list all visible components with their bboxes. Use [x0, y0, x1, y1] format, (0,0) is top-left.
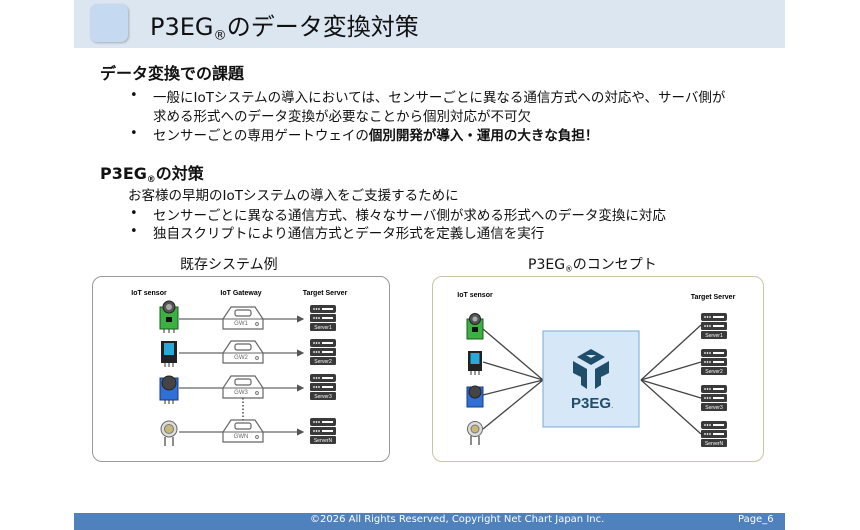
p3eg-logo-icon — [573, 349, 609, 389]
challenge-emphasis: 個別開発が導入・運用の大きな負担！ — [368, 128, 599, 144]
challenge-text: センサーごとの専用ゲートウェイの — [153, 128, 369, 144]
page-title: P3EG®のデータ変換対策 — [150, 7, 419, 44]
concept-panel: IoT sensor Target Server — [432, 276, 764, 462]
solution-intro: お客様の早期のIoTシステムの導入をご支援するために — [128, 188, 459, 204]
server-label: Server1 — [705, 333, 723, 339]
concept-diagram: IoT sensor Target Server — [457, 292, 736, 447]
header-decoration — [90, 4, 128, 42]
header-band — [74, 0, 785, 48]
gateway-label: GW1 — [234, 321, 248, 327]
concept-title-prefix: P3EG — [528, 257, 566, 273]
section-heading-solution: P3EG®の対策 — [100, 160, 204, 185]
title-prefix: P3EG — [150, 13, 214, 41]
heading-prefix: P3EG — [100, 164, 147, 183]
sensor-gas-green-icon — [466, 313, 484, 340]
solution-line-1: センサーごとに異なる通信方式、様々なサーバ側が求める形式へのデータ変換に対応 — [153, 208, 666, 224]
section-heading-challenges: データ変換での課題 — [100, 64, 245, 83]
bullet-dot: • — [130, 224, 138, 239]
p3eg-hub-label: P3EG — [571, 395, 611, 412]
existing-system-diagram: IoT sensor IoT Gateway Target Server GW1… — [131, 290, 348, 446]
col-label-gateway: IoT Gateway — [220, 290, 261, 297]
server-label: ServerN — [705, 441, 724, 447]
p3eg-hub-mark: . — [611, 401, 613, 410]
col-label-sensor: IoT sensor — [131, 290, 167, 297]
footer-band — [74, 513, 785, 530]
footer-copyright: ©2026 All Rights Reserved, Copyright Net… — [310, 514, 605, 525]
concept-title: P3EG®のコンセプト — [528, 254, 657, 274]
existing-system-panel: IoT sensor IoT Gateway Target Server GW1… — [92, 276, 390, 462]
server-label: Server2 — [314, 359, 332, 365]
bullet-dot: • — [130, 206, 138, 221]
gateway-label: GW3 — [234, 390, 248, 396]
bullet-dot: • — [130, 88, 138, 103]
gateway-label: GW2 — [234, 355, 248, 361]
page-number: Page_6 — [738, 514, 774, 525]
col-label-server: Target Server — [691, 294, 736, 301]
sensor-silver-icon — [160, 420, 178, 446]
sensor-pressure-blue-icon — [159, 375, 179, 404]
server-label: ServerN — [314, 438, 333, 444]
existing-system-title: 既存システム例 — [180, 257, 278, 273]
sensor-pressure-blue-icon — [466, 385, 484, 408]
server-label: Server2 — [705, 369, 723, 375]
challenge-line-1a: 一般にIoTシステムの導入においては、センサーごとに異なる通信方式への対応や、サ… — [153, 90, 726, 106]
server-label: Server3 — [705, 405, 723, 411]
sensor-gas-green-icon — [159, 300, 179, 333]
challenge-line-2: センサーごとの専用ゲートウェイの個別開発が導入・運用の大きな負担！ — [153, 124, 598, 144]
connection-lines — [482, 324, 702, 435]
concept-title-suffix: のコンセプト — [572, 257, 657, 273]
sensor-humidity-icon — [161, 341, 177, 367]
registered-mark: ® — [146, 175, 156, 186]
gateway-label: GWN — [234, 434, 249, 440]
registered-mark: ® — [213, 28, 227, 44]
sensor-humidity-icon — [468, 351, 482, 375]
challenge-line-1b: 求める形式へのデータ変換が必要なことから個別対応が不可欠 — [153, 109, 531, 125]
server-label: Server3 — [314, 394, 332, 400]
heading-suffix: の対策 — [155, 164, 204, 183]
server-label: Server1 — [314, 325, 332, 331]
registered-mark: ® — [565, 264, 573, 274]
title-suffix: のデータ変換対策 — [226, 13, 419, 41]
col-label-server: Target Server — [303, 290, 348, 297]
bullet-dot: • — [130, 126, 138, 141]
sensor-silver-icon — [467, 421, 483, 445]
p3eg-hub — [542, 330, 640, 428]
solution-line-2: 独自スクリプトにより通信方式とデータ形式を定義し通信を実行 — [153, 226, 545, 242]
col-label-sensor: IoT sensor — [457, 292, 493, 299]
